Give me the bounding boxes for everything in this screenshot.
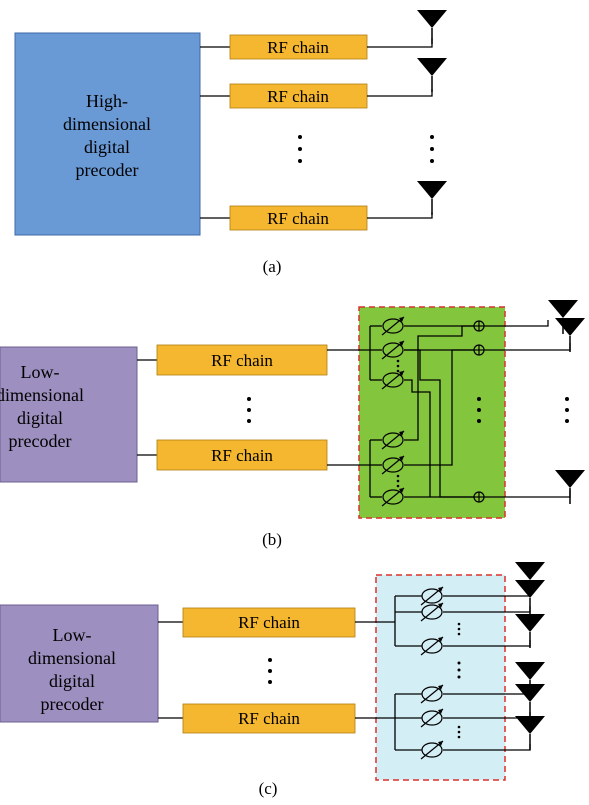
digital-block-line-3: digital bbox=[17, 408, 63, 428]
antenna-icon bbox=[416, 180, 448, 216]
caption-b: (b) bbox=[262, 530, 282, 549]
antenna-icon bbox=[514, 683, 546, 719]
digital-block-line-3: digital bbox=[49, 671, 95, 691]
rf-chain-label: RF chain bbox=[211, 351, 273, 370]
vertical-ellipsis-icon bbox=[457, 661, 461, 679]
panel-a: High- dimensional digital precoder RF ch… bbox=[14, 9, 448, 276]
panel-c: Low- dimensional digital precoder RF cha… bbox=[0, 561, 546, 798]
panel-b: Low- dimensional digital precoder RF cha… bbox=[0, 299, 586, 549]
antenna-icon bbox=[554, 317, 586, 353]
caption-a: (a) bbox=[263, 257, 282, 276]
adder-icon bbox=[473, 344, 485, 356]
low-dimensional-digital-precoder-block bbox=[0, 604, 159, 723]
rf-chain-label: RF chain bbox=[267, 209, 329, 228]
antenna-icon bbox=[514, 613, 546, 649]
vertical-ellipsis-icon bbox=[457, 622, 461, 636]
antenna-icon bbox=[416, 9, 448, 45]
adder-icon bbox=[473, 320, 485, 332]
rf-chain-box bbox=[229, 205, 368, 231]
digital-block-line-2: dimensional bbox=[63, 114, 151, 134]
rf-chain-label: RF chain bbox=[267, 38, 329, 57]
rf-chain-box bbox=[182, 703, 356, 734]
vertical-ellipsis-icon bbox=[247, 397, 251, 423]
rf-chain-box bbox=[229, 34, 368, 60]
digital-block-line-1: High- bbox=[86, 91, 128, 111]
digital-block-line-4: precoder bbox=[76, 160, 139, 180]
vertical-ellipsis-icon bbox=[396, 474, 400, 488]
rf-chain-box bbox=[156, 344, 328, 376]
low-dimensional-digital-precoder-block bbox=[0, 346, 138, 483]
digital-block-line-2: dimensional bbox=[0, 385, 84, 405]
digital-block-line-2: dimensional bbox=[28, 648, 116, 668]
digital-block-line-1: Low- bbox=[53, 625, 92, 645]
vertical-ellipsis-icon bbox=[268, 658, 272, 684]
adder-icon bbox=[473, 491, 485, 503]
digital-block-line-3: digital bbox=[84, 137, 130, 157]
rf-chain-box bbox=[229, 83, 368, 109]
rf-chain-box bbox=[156, 439, 328, 471]
rf-chain-label: RF chain bbox=[238, 613, 300, 632]
antenna-icon bbox=[514, 715, 546, 751]
rf-chain-label: RF chain bbox=[211, 446, 273, 465]
vertical-ellipsis-icon bbox=[298, 135, 302, 163]
digital-block-line-4: precoder bbox=[41, 694, 104, 714]
digital-block-line-4: precoder bbox=[9, 431, 72, 451]
high-dimensional-digital-precoder-block bbox=[14, 32, 201, 236]
vertical-ellipsis-icon bbox=[457, 725, 461, 739]
antenna-icon bbox=[554, 469, 586, 505]
caption-c: (c) bbox=[259, 779, 278, 798]
digital-block-line-1: Low- bbox=[21, 362, 60, 382]
vertical-ellipsis-icon bbox=[477, 397, 481, 423]
antenna-icon bbox=[416, 57, 448, 93]
fully-connected-phase-shifter-network bbox=[358, 306, 506, 519]
vertical-ellipsis-icon bbox=[396, 359, 400, 373]
antenna-icon bbox=[514, 579, 546, 615]
vertical-ellipsis-icon bbox=[565, 397, 569, 423]
vertical-ellipsis-icon bbox=[430, 135, 434, 163]
rf-chain-label: RF chain bbox=[267, 87, 329, 106]
rf-chain-label: RF chain bbox=[238, 709, 300, 728]
rf-chain-box bbox=[182, 607, 356, 638]
